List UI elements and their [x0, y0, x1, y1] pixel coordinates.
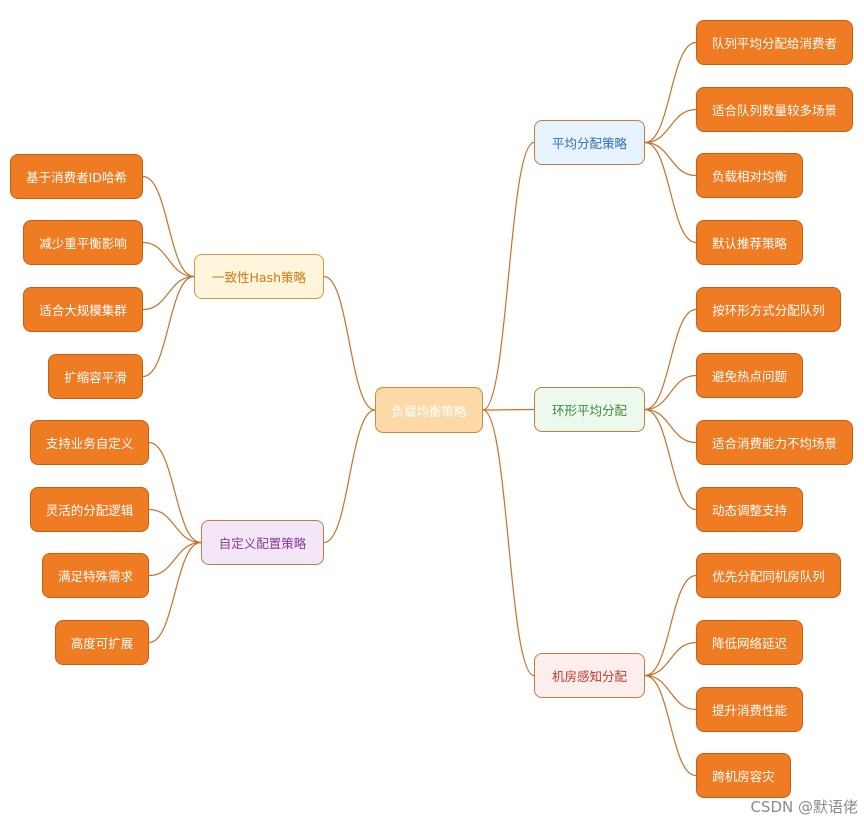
edge-line [644, 374, 697, 411]
edge-line [644, 408, 697, 511]
edge-line [482, 408, 535, 411]
edge-line [142, 241, 195, 278]
edge-line [644, 674, 697, 777]
leaf-node: 适合队列数量较多场景 [696, 87, 853, 132]
leaf-node: 默认推荐策略 [696, 220, 803, 265]
leaf-node: 优先分配同机房队列 [696, 553, 841, 598]
leaf-node: 避免热点问题 [696, 353, 803, 398]
edge-line [148, 441, 202, 544]
leaf-node: 基于消费者ID哈希 [10, 154, 143, 199]
edge-line [644, 641, 697, 677]
leaf-node: 适合消费能力不均场景 [696, 420, 853, 465]
leaf-node: 满足特殊需求 [42, 553, 149, 598]
edge-line [323, 275, 376, 411]
leaf-node: 降低网络延迟 [696, 620, 803, 665]
watermark: CSDN @默语佬 [750, 798, 858, 816]
root-node: 负载均衡策略 [375, 387, 483, 433]
leaf-node: 灵活的分配逻辑 [30, 487, 149, 532]
leaf-node: 跨机房容灾 [696, 753, 791, 798]
edge-line [644, 674, 697, 711]
edge-line [142, 275, 195, 311]
edge-line [148, 541, 202, 577]
leaf-node: 动态调整支持 [696, 487, 803, 532]
leaf-node: 支持业务自定义 [30, 420, 149, 465]
leaf-node: 适合大规模集群 [23, 287, 143, 332]
leaf-node: 提升消费性能 [696, 687, 803, 732]
leaf-node: 按环形方式分配队列 [696, 287, 841, 332]
leaf-node: 高度可扩展 [55, 620, 149, 665]
edge-line [644, 308, 697, 411]
edge-line [323, 409, 376, 544]
leaf-node: 扩缩容平滑 [48, 354, 143, 399]
edge-line [148, 508, 202, 544]
leaf-node: 负载相对均衡 [696, 153, 803, 198]
edge-line [148, 541, 202, 644]
edge-line [644, 141, 697, 244]
branch-consistent-hash: 一致性Hash策略 [194, 254, 324, 299]
leaf-node: 队列平均分配给消费者 [696, 20, 853, 65]
branch-custom-config: 自定义配置策略 [201, 520, 324, 565]
edge-line [644, 41, 697, 144]
leaf-node: 减少重平衡影响 [23, 220, 143, 265]
edge-line [644, 408, 697, 444]
edge-line [644, 141, 697, 177]
branch-ring: 环形平均分配 [534, 387, 645, 432]
edge-line [644, 108, 697, 144]
edge-line [644, 574, 697, 677]
branch-machine-room: 机房感知分配 [534, 653, 645, 698]
edge-line [142, 275, 195, 378]
edge-line [482, 141, 535, 411]
edge-line [142, 175, 195, 278]
edge-line [482, 409, 535, 677]
branch-average: 平均分配策略 [534, 120, 645, 165]
